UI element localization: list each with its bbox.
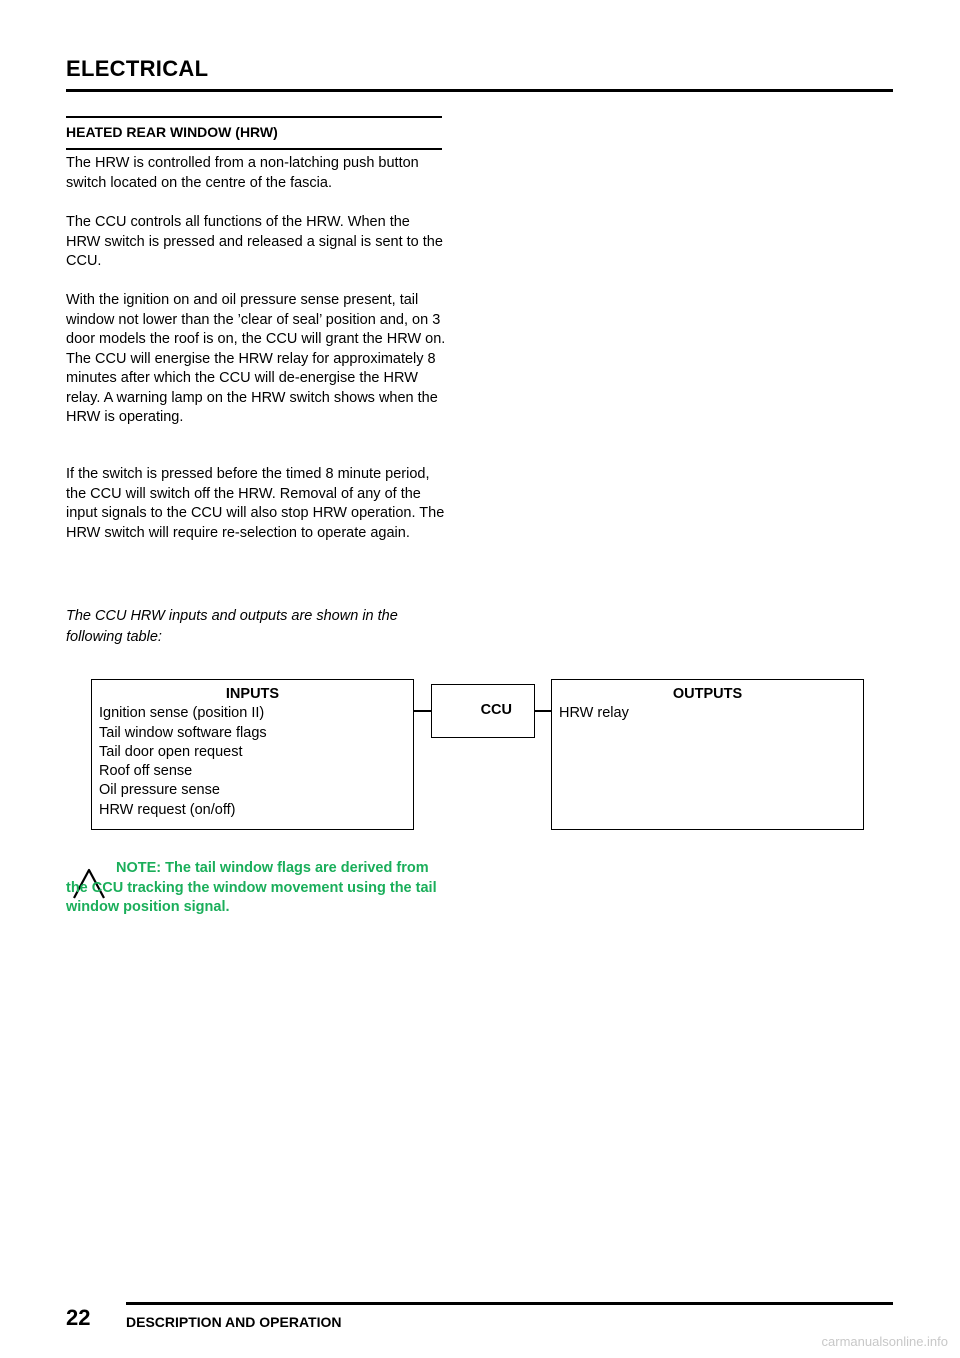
footer-rule — [126, 1302, 893, 1305]
section-rule-top — [66, 116, 442, 118]
paragraph-table-intro: The CCU HRW inputs and outputs are shown… — [66, 608, 398, 645]
paragraph-hrw-switch: The HRW is controlled from a non-latchin… — [66, 155, 419, 191]
watermark: carmanualsonline.info — [821, 1334, 948, 1349]
inputs-list: Ignition sense (position II) Tail window… — [99, 704, 406, 820]
input-item: Roof off sense — [99, 763, 193, 780]
inputs-title: INPUTS — [225, 686, 280, 702]
section-title: HEATED REAR WINDOW (HRW) — [66, 124, 278, 140]
ccu-label: CCU — [480, 702, 512, 719]
page-title: ELECTRICAL — [66, 56, 209, 81]
paragraph-operation-conditions: With the ignition on and oil pressure se… — [66, 292, 446, 425]
connector-ccu-outputs — [535, 710, 551, 712]
page-number: 22 — [66, 1305, 91, 1330]
paragraph-switch-off: If the switch is pressed before the time… — [66, 466, 445, 541]
outputs-title: OUTPUTS — [672, 686, 743, 702]
input-item: HRW request (on/off) — [99, 801, 236, 818]
input-item: Oil pressure sense — [99, 782, 220, 799]
outputs-box: OUTPUTS HRW relay — [551, 679, 864, 830]
warning-triangle-icon — [70, 866, 110, 907]
section-rule-bottom — [66, 148, 442, 150]
ccu-box: CCU — [431, 684, 535, 738]
connector-inputs-ccu — [414, 710, 431, 712]
input-item: Tail window software flags — [99, 724, 267, 741]
note-text: NOTE: The tail window flags are derived … — [66, 860, 437, 915]
paragraph-ccu-control: The CCU controls all functions of the HR… — [66, 214, 443, 269]
outputs-list: HRW relay — [559, 704, 856, 723]
input-item: Ignition sense (position II) — [99, 705, 265, 722]
inputs-box: INPUTS Ignition sense (position II) Tail… — [91, 679, 414, 830]
footer-section-name: DESCRIPTION AND OPERATION — [126, 1314, 342, 1330]
output-item: HRW relay — [559, 705, 629, 722]
input-item: Tail door open request — [99, 743, 243, 760]
header-rule — [66, 89, 893, 92]
